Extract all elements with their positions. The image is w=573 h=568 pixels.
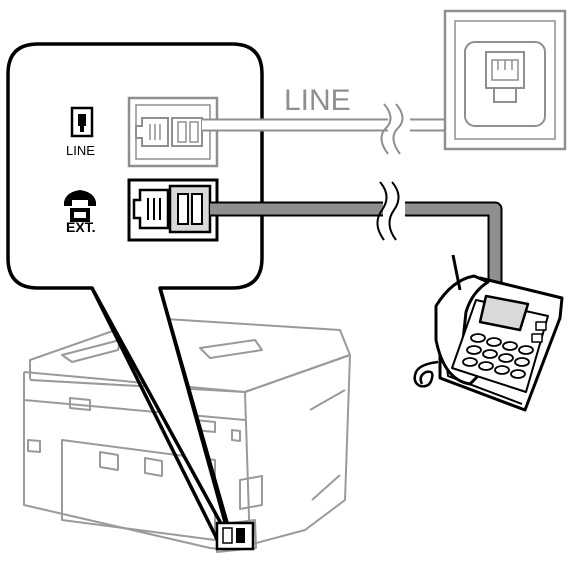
phone-jack-icon: [70, 106, 94, 138]
line-port-label: LINE: [66, 143, 95, 158]
line-cable-label: LINE: [284, 84, 351, 117]
ext-port-label: EXT.: [66, 219, 96, 235]
telephone-handset-icon: [64, 190, 96, 222]
line-port: [127, 96, 219, 168]
wall-jack: [443, 9, 567, 151]
callout-bubble: [6, 42, 264, 551]
ext-cable: [210, 181, 503, 290]
ext-port: [127, 178, 219, 242]
telephone-icon: [413, 254, 564, 412]
